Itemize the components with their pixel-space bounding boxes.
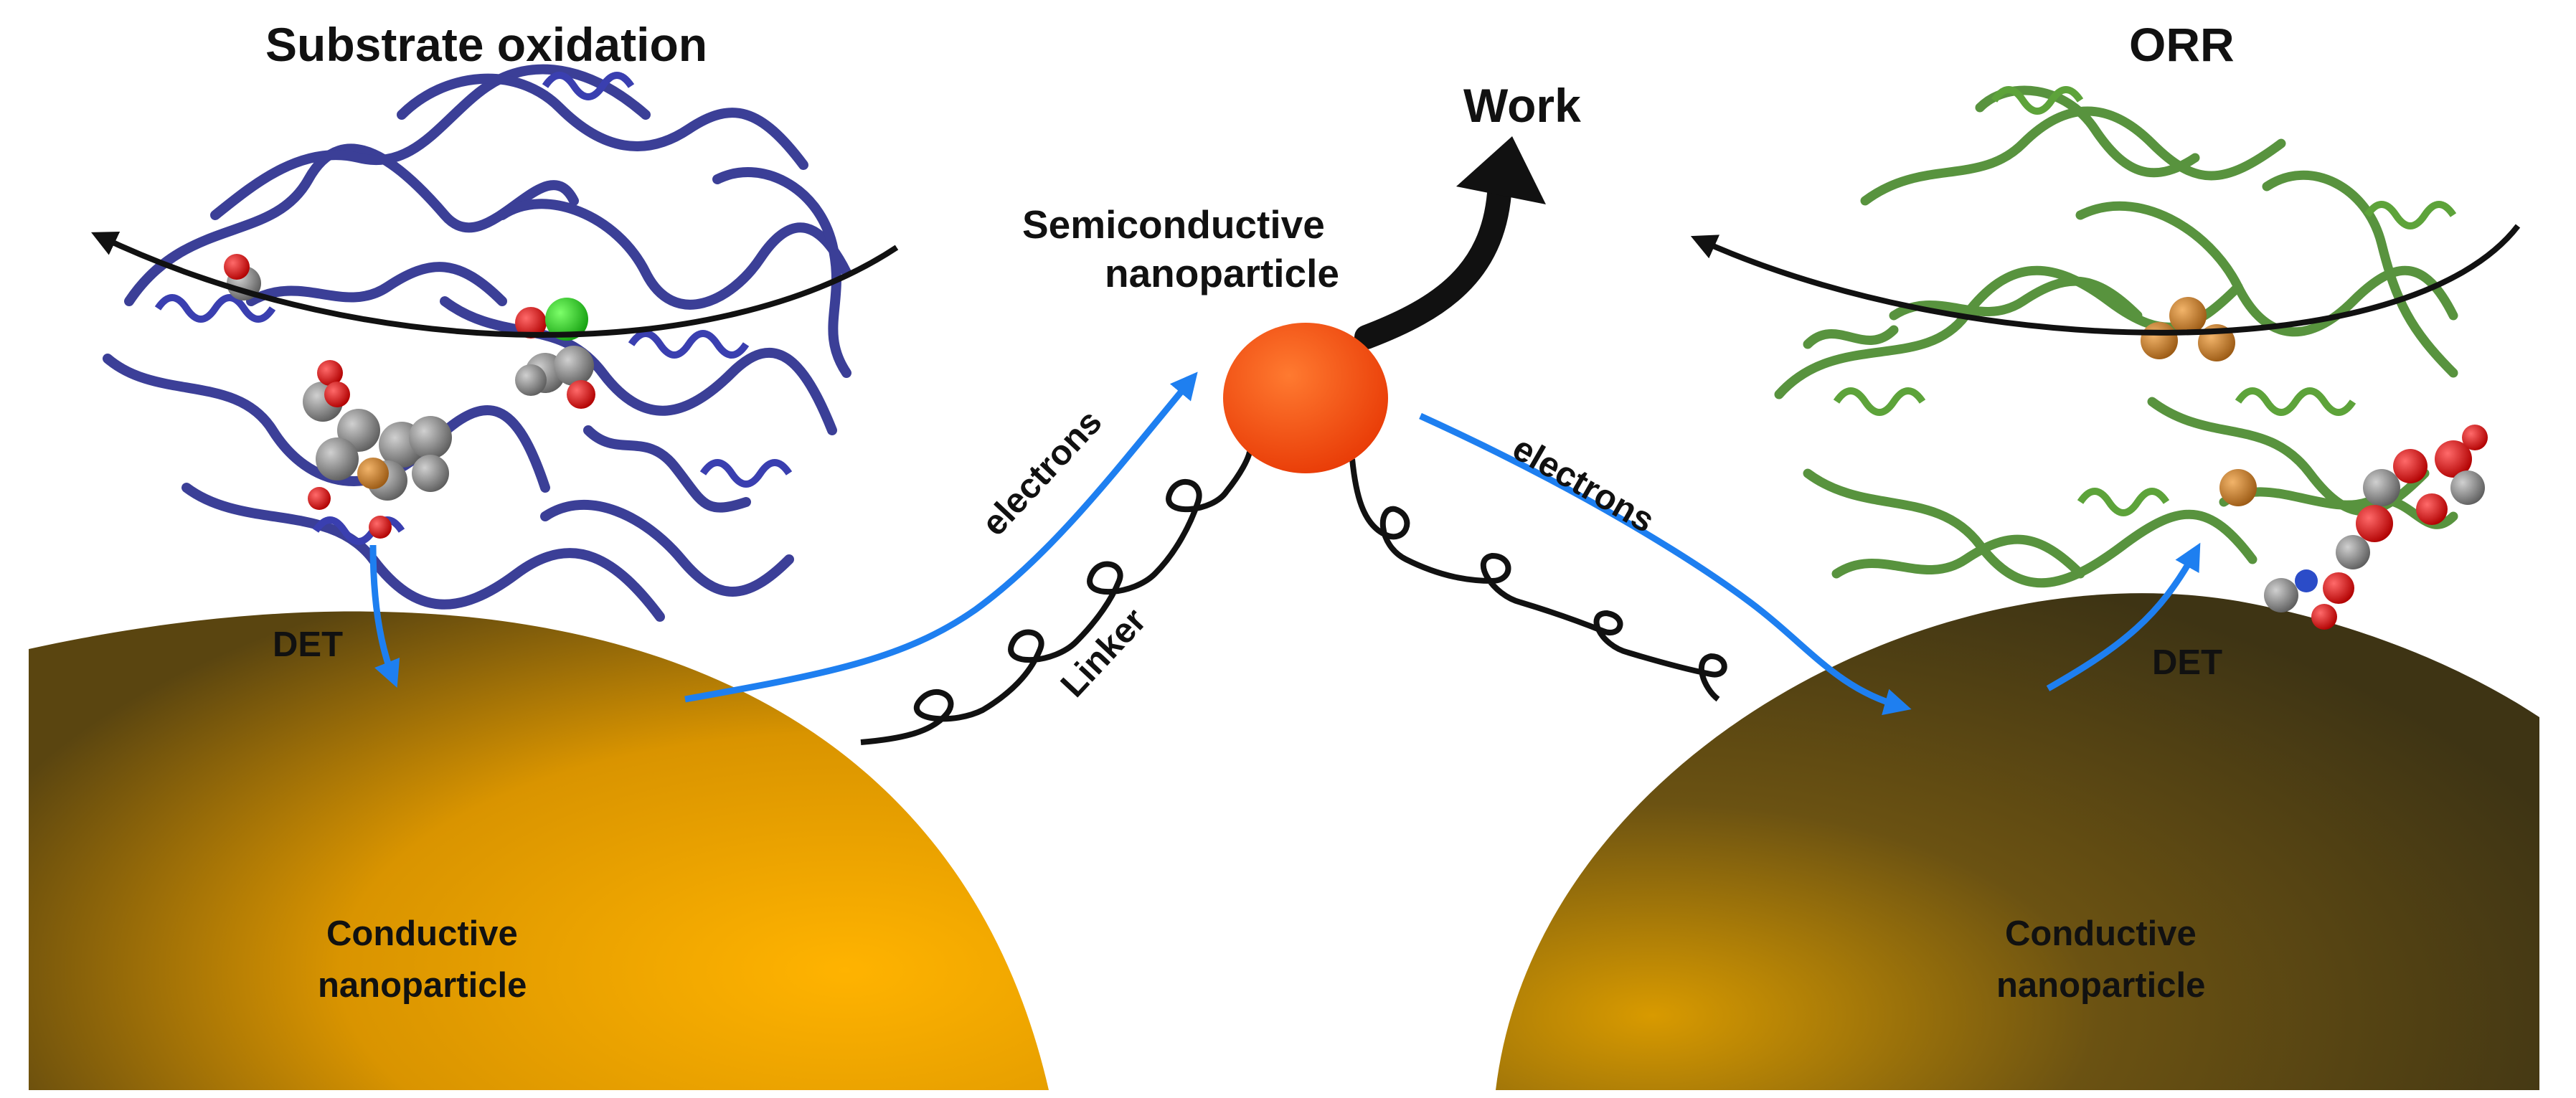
det-label-right: DET (2152, 643, 2222, 682)
det-label-left: DET (273, 625, 343, 664)
conductive-nanoparticle-left (29, 611, 1049, 1090)
conductive-nanoparticle-right (1496, 593, 2539, 1090)
work-arrow-head (1456, 136, 1546, 204)
enzyme-right-helices (1833, 86, 2457, 516)
substrate-oxidation-label: Substrate oxidation (265, 18, 707, 71)
work-label: Work (1463, 79, 1581, 132)
linker-label: Linker (1054, 601, 1154, 704)
substrate-oxidation-arrow (90, 231, 899, 338)
enzyme-left-atoms (224, 254, 595, 539)
electron-arrow-right (1419, 412, 1912, 716)
conductive-label-left-line2: nanoparticle (318, 966, 527, 1005)
linker-left (860, 451, 1252, 745)
electrons-label-left: electrons (975, 402, 1110, 543)
conductive-label-right-line1: Conductive (2005, 914, 2197, 953)
orr-label: ORR (2129, 18, 2235, 71)
semiconductive-label-line1: Semiconductive (1022, 202, 1325, 247)
enzyme-left (103, 64, 851, 622)
electrons-label-right: electrons (1506, 429, 1661, 541)
orr-arrow (1690, 224, 2521, 336)
conductive-label-right-line2: nanoparticle (1996, 966, 2205, 1005)
det-arrow-right (2046, 542, 2201, 691)
electron-arrow-left (684, 371, 1198, 703)
linker-right (1349, 458, 1727, 702)
enzyme-right-atoms (2141, 297, 2488, 630)
semiconductive-nanoparticle (1223, 323, 1388, 473)
semiconductive-label-line2: nanoparticle (1105, 251, 1339, 295)
conductive-label-left-line1: Conductive (326, 914, 518, 953)
det-arrow-left (369, 544, 400, 688)
work-arrow (1354, 181, 1511, 349)
